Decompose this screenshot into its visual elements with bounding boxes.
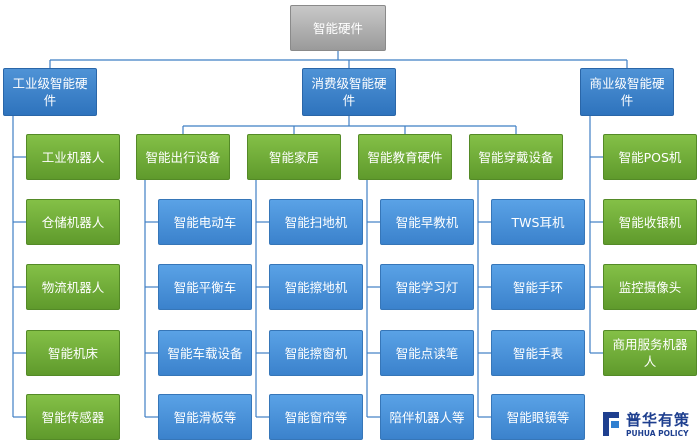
wearable-device[interactable]: 智能眼镜等 — [491, 394, 585, 440]
consumer-node[interactable]: 消费级智能硬件 — [302, 68, 396, 116]
commercial-child[interactable]: 智能收银机 — [603, 199, 697, 245]
education-device[interactable]: 智能早教机 — [380, 199, 474, 245]
education-device[interactable]: 智能学习灯 — [380, 264, 474, 310]
travel-device[interactable]: 智能滑板等 — [158, 394, 252, 440]
root-node[interactable]: 智能硬件 — [290, 5, 386, 51]
logo-chinese-text: 普华有策 — [626, 410, 691, 429]
education-device[interactable]: 陪伴机器人等 — [380, 394, 474, 440]
home-device[interactable]: 智能擦地机 — [269, 264, 363, 310]
home-device[interactable]: 智能窗帘等 — [269, 394, 363, 440]
consumer-group[interactable]: 智能出行设备 — [136, 134, 230, 180]
consumer-group[interactable]: 智能家居 — [247, 134, 341, 180]
industrial-node[interactable]: 工业级智能硬件 — [3, 68, 97, 116]
travel-device[interactable]: 智能车载设备 — [158, 330, 252, 376]
industrial-child[interactable]: 工业机器人 — [26, 134, 120, 180]
industrial-child[interactable]: 物流机器人 — [26, 264, 120, 310]
industrial-child[interactable]: 智能传感器 — [26, 394, 120, 440]
wearable-device[interactable]: TWS耳机 — [491, 199, 585, 245]
commercial-child[interactable]: 监控摄像头 — [603, 264, 697, 310]
consumer-group[interactable]: 智能穿戴设备 — [469, 134, 563, 180]
commercial-node[interactable]: 商业级智能硬件 — [580, 68, 674, 116]
travel-device[interactable]: 智能电动车 — [158, 199, 252, 245]
commercial-child[interactable]: 智能POS机 — [603, 134, 697, 180]
industrial-child[interactable]: 仓储机器人 — [26, 199, 120, 245]
brand-logo: 普华有策 PUHUA POLICY — [600, 404, 700, 444]
education-device[interactable]: 智能点读笔 — [380, 330, 474, 376]
home-device[interactable]: 智能扫地机 — [269, 199, 363, 245]
commercial-child[interactable]: 商用服务机器人 — [603, 330, 697, 376]
logo-english-text: PUHUA POLICY — [626, 428, 689, 438]
consumer-group[interactable]: 智能教育硬件 — [358, 134, 452, 180]
wearable-device[interactable]: 智能手环 — [491, 264, 585, 310]
home-device[interactable]: 智能擦窗机 — [269, 330, 363, 376]
travel-device[interactable]: 智能平衡车 — [158, 264, 252, 310]
logo-mark-icon — [603, 412, 619, 436]
industrial-child[interactable]: 智能机床 — [26, 330, 120, 376]
wearable-device[interactable]: 智能手表 — [491, 330, 585, 376]
